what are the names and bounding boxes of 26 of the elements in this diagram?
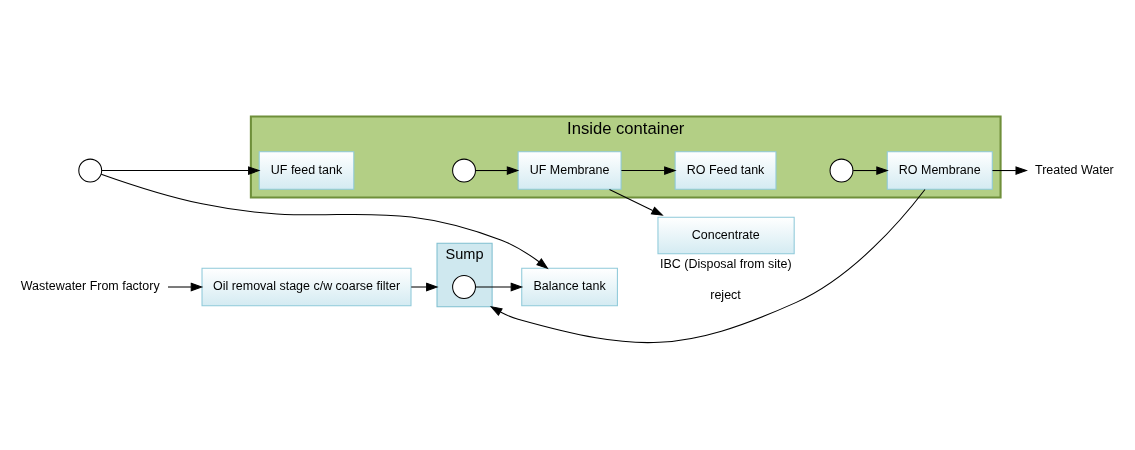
arrow xyxy=(620,165,677,175)
arrow xyxy=(101,165,261,175)
arrow xyxy=(489,188,926,343)
node-box: RO Feed tank xyxy=(674,150,777,190)
node-circle xyxy=(829,158,854,182)
node-circle xyxy=(452,274,476,299)
node-text: Treated Water xyxy=(1035,162,1114,177)
arrow xyxy=(991,165,1028,175)
arrow xyxy=(852,165,889,175)
node-box: RO Membrane xyxy=(886,150,993,190)
cluster: Sump xyxy=(436,242,493,307)
node-box: UF Membrane xyxy=(517,150,622,190)
arrow xyxy=(608,188,664,216)
arrow xyxy=(410,282,439,291)
node-box: Balance tank xyxy=(521,267,618,306)
node-text: Wastewater From factory xyxy=(20,278,160,293)
arrow xyxy=(100,173,549,269)
node-box: Oil removal stage c/w coarse filter xyxy=(201,267,412,306)
arrow xyxy=(475,282,524,291)
arrow xyxy=(167,282,204,291)
node-box: UF feed tank xyxy=(258,150,355,190)
node-label: IBC (Disposal from site) xyxy=(660,256,792,271)
node-circle xyxy=(78,158,103,182)
arrow xyxy=(475,165,520,175)
edge-label: reject xyxy=(710,287,741,302)
node-circle xyxy=(452,158,476,182)
